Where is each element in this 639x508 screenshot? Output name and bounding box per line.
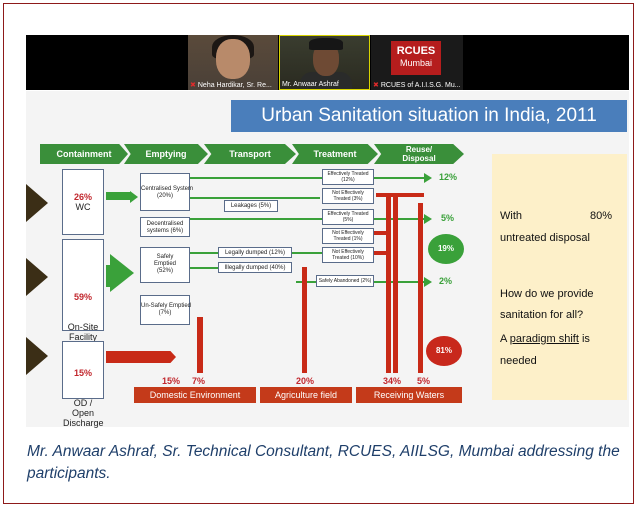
emptying-centralised: Centralised System (20%): [140, 173, 193, 211]
flow-arrow-head: [130, 191, 138, 203]
bottom-pct-3: 20%: [296, 376, 315, 386]
bottom-pct-5: 5%: [417, 376, 431, 386]
bottom-pct-4: 34%: [383, 376, 402, 386]
stage-treatment: Treatment: [292, 144, 378, 164]
flow-arrow-head: [424, 214, 432, 224]
input-arrow-icon: [26, 258, 48, 296]
panel-text: sanitation for all?: [500, 309, 584, 321]
destination-agriculture: Agriculture field: [260, 387, 352, 403]
containment-open-discharge: 15% OD / Open Discharge: [62, 341, 104, 428]
flow-arrow-head: [424, 173, 432, 183]
unsafe-total-circle: 81%: [426, 336, 462, 366]
input-arrow-icon: [26, 184, 48, 222]
flow-arrow: [106, 265, 110, 287]
reuse-pct-2: 5%: [441, 213, 455, 223]
rcues-logo: RCUES Mumbai: [391, 41, 441, 75]
participant-name: ✖RCUES of A.I.I.S.G. Mu...: [373, 82, 461, 89]
emptying-unsafely: Un-Safely Emptied (7%): [140, 295, 191, 325]
participant-name: ✖Neha Hardikar, Sr. Re...: [190, 82, 272, 89]
mic-muted-icon: ✖: [190, 82, 196, 89]
treatment-not-effective-3: Not Effectively Treated (10%): [322, 247, 374, 263]
red-flow: [197, 317, 203, 373]
stage-reuse-disposal: Reuse/ Disposal: [374, 144, 464, 164]
participant-name: Mr. Anwaar Ashraf: [282, 81, 339, 88]
flow-line: [190, 197, 320, 199]
treatment-safely-abandoned: Safely Abandoned (2%): [316, 275, 374, 287]
reuse-pct-1: 12%: [439, 172, 458, 182]
participant-body: [300, 72, 352, 89]
treatment-effective-2: Effectively Treated (5%): [322, 209, 374, 225]
red-flow: [386, 193, 391, 373]
mic-muted-icon: ✖: [373, 82, 379, 89]
participant-tile-1[interactable]: ✖Neha Hardikar, Sr. Re...: [188, 35, 278, 90]
slide-title-bar: Urban Sanitation situation in India, 201…: [231, 100, 627, 132]
video-participants-strip: ✖Neha Hardikar, Sr. Re... Mr. Anwaar Ash…: [26, 35, 629, 90]
stage-containment: Containment: [40, 144, 128, 164]
panel-text: A paradigm shift is: [500, 333, 590, 345]
transport-legally-dumped: Legally dumped (12%): [218, 247, 292, 258]
panel-text: 80%: [590, 210, 613, 222]
input-arrow-icon: [26, 337, 48, 375]
flow-arrow-head: [424, 277, 432, 287]
treatment-effective-1: Effectively Treated (12%): [322, 169, 374, 185]
flow-line: [190, 252, 218, 254]
participant-face: [216, 39, 250, 79]
red-flow: [393, 193, 398, 373]
red-flow: [302, 267, 307, 373]
red-flow: [374, 251, 388, 255]
message-panel: With 80% untreated disposal How do we pr…: [492, 154, 627, 400]
participant-tile-2-active-speaker[interactable]: Mr. Anwaar Ashraf: [279, 35, 370, 90]
transport-illegally-dumped: Illegally dumped (40%): [218, 262, 292, 273]
flow-line: [190, 267, 218, 269]
bottom-pct-2: 7%: [192, 376, 206, 386]
flow-arrow-head: [110, 254, 134, 292]
reuse-pct-3: 2%: [439, 276, 453, 286]
panel-text: How do we provide: [500, 288, 594, 300]
bottom-pct-1: 15%: [162, 376, 181, 386]
treatment-not-effective-2: Not Effectively Treated (1%): [322, 228, 374, 244]
panel-text: untreated disposal: [500, 232, 590, 244]
transport-leakages: Leakages (5%): [224, 200, 278, 212]
treatment-not-effective-1: Not Effectively Treated (3%): [322, 188, 374, 204]
red-flow: [376, 193, 424, 197]
image-frame: [3, 3, 634, 504]
destination-receiving-waters: Receiving Waters: [356, 387, 462, 403]
emptying-safely: Safely Emptied (52%): [140, 247, 190, 283]
stage-transport: Transport: [204, 144, 296, 164]
flow-line: [292, 252, 322, 254]
open-discharge-arrow: [106, 351, 176, 363]
red-flow: [374, 231, 388, 235]
red-flow: [418, 203, 423, 373]
panel-text: With: [500, 210, 522, 222]
panel-text: needed: [500, 355, 537, 367]
participant-tile-3[interactable]: RCUES Mumbai ✖RCUES of A.I.I.S.G. Mu...: [371, 35, 463, 90]
slide-title: Urban Sanitation situation in India, 201…: [261, 105, 597, 126]
safe-total-circle: 19%: [428, 234, 464, 264]
stage-emptying: Emptying: [124, 144, 208, 164]
containment-onsite: 59% On-Site Facility: [62, 239, 104, 342]
flow-line: [190, 177, 424, 179]
shared-slide: Urban Sanitation situation in India, 201…: [26, 91, 629, 428]
flow-line: [190, 218, 424, 220]
emptying-decentralised: Decentralised systems (6%): [140, 217, 190, 237]
flow-arrow: [106, 192, 130, 200]
participant-cap: [309, 38, 343, 50]
destination-domestic: Domestic Environment: [134, 387, 256, 403]
photo-caption: Mr. Anwaar Ashraf, Sr. Technical Consult…: [27, 443, 620, 482]
containment-wc: 26% WC: [62, 169, 104, 235]
